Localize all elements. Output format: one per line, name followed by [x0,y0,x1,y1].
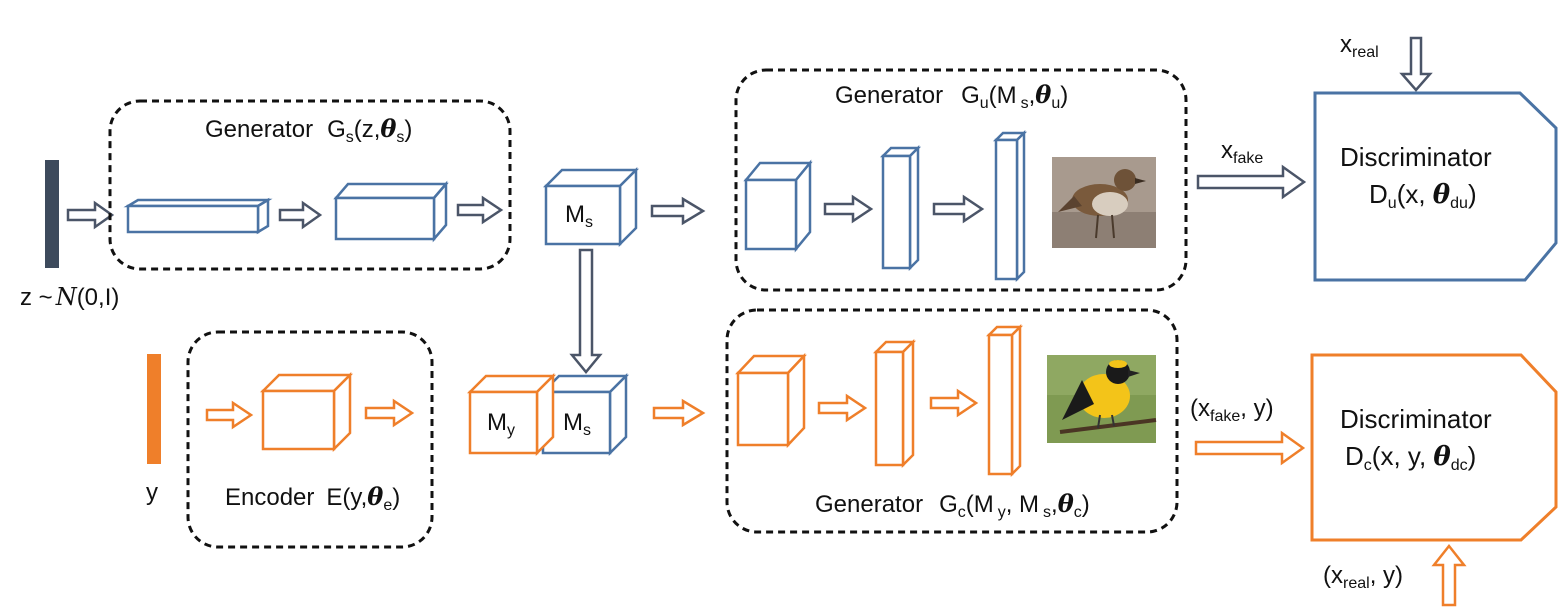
arrow-ms-to-gu [650,196,706,226]
arrow-gu-1 [823,194,874,224]
sparrow-photo [1052,157,1156,248]
gc-layer-1 [735,352,807,449]
noise-vector-bar [45,160,59,268]
arrow-y-to-encoder [205,400,254,430]
arrow-pairreal-to-dc [1431,543,1467,607]
arrow-ms-down [569,248,603,374]
generator-gs-box [108,99,512,271]
gu-layer-2 [879,144,922,272]
arrow-gs-2 [456,195,504,225]
pair-fake-label: (xfake, y) [1190,395,1274,425]
gs-layer-1 [123,197,273,235]
arrow-noise-to-gs [66,200,115,230]
gu-layer-3 [992,129,1028,283]
gs-layer-2 [333,180,449,243]
generator-gc-box [725,308,1179,534]
gu-layer-1 [743,159,813,253]
arrow-concat-to-gc [652,398,706,428]
discriminator-du-title: Discriminator [1340,142,1492,172]
ms-label: Ms [565,201,593,231]
condition-label: y [146,479,158,506]
discriminator-dc-fn: Dc(x, y, θdc) [1345,441,1476,474]
my-label: My [487,409,515,439]
arrow-xfake-to-du [1196,164,1307,200]
generator-gu-box [734,68,1188,292]
my-cube [466,372,557,457]
noise-label: z ~N(0,I) [20,283,119,311]
gc-layer-2 [872,338,917,469]
discriminator-dc-title: Discriminator [1340,404,1492,434]
discriminator-dc-box [1310,353,1558,542]
discriminator-du-fn: Du(x, θdu) [1369,179,1477,212]
arrow-gc-2 [929,388,979,418]
discriminator-du-box [1313,91,1558,282]
arrow-gc-1 [817,393,868,423]
condition-vector-bar [147,354,161,464]
arrow-gu-2 [932,194,985,224]
pair-real-label: (xreal, y) [1323,562,1403,592]
arrow-xreal-to-du [1399,36,1433,92]
arrow-encoder-out [364,398,415,428]
arrow-gs-1 [278,200,323,230]
arrow-pairfake-to-dc [1194,430,1306,466]
ms-cube [542,166,640,248]
x-real-label: xreal [1340,31,1379,61]
encoder-layer [259,371,354,453]
gc-layer-3 [985,323,1024,478]
yellow-black-bird-photo [1047,355,1157,443]
ms-concat-label: Ms [563,409,591,439]
ms-cube-concat [539,372,630,457]
x-fake-label: xfake [1221,137,1263,167]
